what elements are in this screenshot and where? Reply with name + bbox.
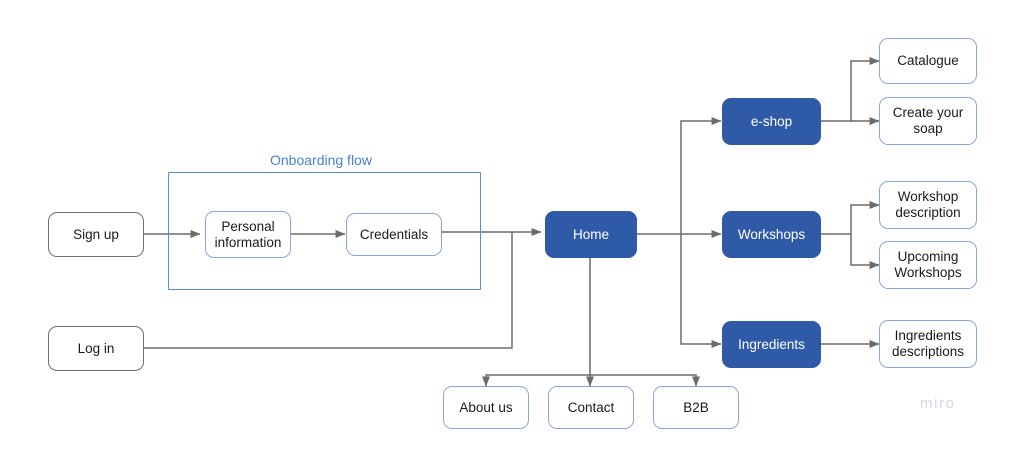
node-upcoming-workshops[interactable]: Upcoming Workshops [879,241,977,289]
node-b2b[interactable]: B2B [653,386,739,429]
node-eshop[interactable]: e-shop [722,98,821,145]
node-create-your-soap[interactable]: Create your soap [879,97,977,145]
connector-workshops-to-upcoming-workshops [850,234,880,269]
node-personal-information[interactable]: Personal information [205,211,291,258]
connector-workshops-to-workshop-description [821,201,880,235]
connector-home-to-eshop [680,117,722,234]
node-credentials[interactable]: Credentials [346,213,442,256]
node-home[interactable]: Home [545,211,637,258]
node-sign-up[interactable]: Sign up [48,212,144,257]
node-ingredients[interactable]: Ingredients [722,321,821,368]
node-about-us[interactable]: About us [443,386,529,429]
node-ingredients-descriptions[interactable]: Ingredients descriptions [879,320,977,368]
miro-watermark: miro [920,395,956,412]
node-workshops[interactable]: Workshops [722,211,821,258]
connector-home-to-b2b [590,374,700,387]
onboarding-flow-group [168,172,481,290]
connector-home-to-about-us [482,374,590,387]
connector-home-to-ingredients [680,234,722,348]
node-contact[interactable]: Contact [548,386,634,429]
onboarding-flow-group-label: Onboarding flow [270,152,372,168]
node-catalogue[interactable]: Catalogue [879,38,977,84]
node-workshop-description[interactable]: Workshop description [879,181,977,229]
connector-eshop-to-catalogue [821,57,880,122]
node-log-in[interactable]: Log in [48,326,144,371]
